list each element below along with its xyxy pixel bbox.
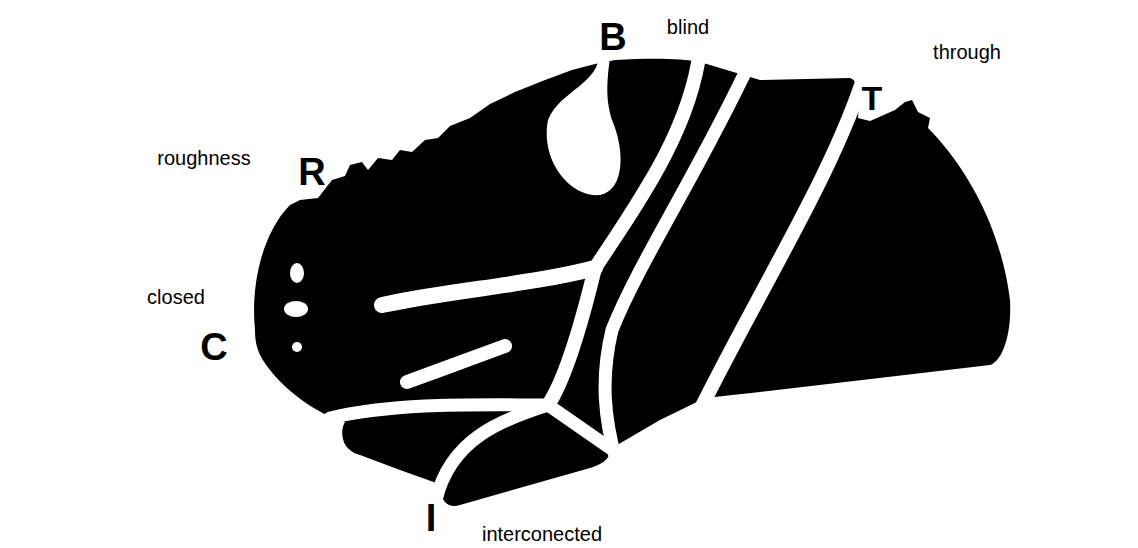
pore-channels — [330, 50, 866, 500]
channel — [548, 405, 620, 455]
pore-label: through — [933, 42, 1001, 62]
pore-letter: T — [862, 81, 883, 115]
interconnected-pore — [436, 405, 548, 500]
solid-body — [254, 59, 1010, 506]
pore-letter: I — [426, 499, 437, 537]
pore-letter: B — [599, 18, 626, 56]
pore-label: blind — [667, 17, 709, 37]
dead-end-slit — [407, 346, 505, 382]
dead-end-slit — [382, 268, 595, 305]
pore-letter: R — [298, 153, 325, 191]
pore-label: roughness — [157, 148, 250, 168]
channel — [605, 58, 752, 460]
pore-letter: C — [200, 328, 227, 366]
closed-pores — [284, 263, 308, 352]
channel — [330, 405, 548, 418]
blind-pore — [547, 50, 621, 195]
pore-label: interconected — [482, 524, 602, 544]
channel — [548, 268, 595, 405]
closed-pore — [290, 263, 304, 283]
closed-pore — [292, 342, 302, 352]
pore-label: closed — [147, 287, 205, 307]
closed-pore — [284, 301, 308, 317]
